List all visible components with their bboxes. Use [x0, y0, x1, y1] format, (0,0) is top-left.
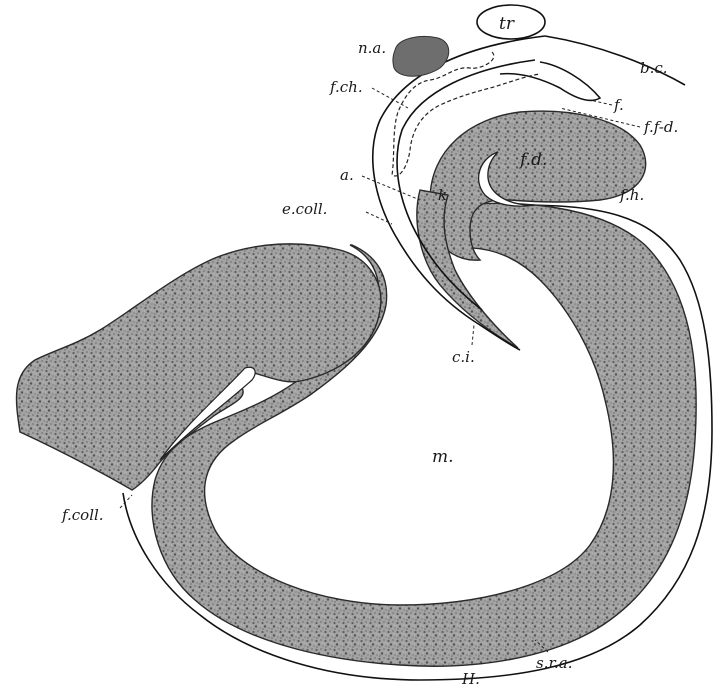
label-fd: f.d. — [518, 150, 547, 170]
leader-a — [362, 176, 420, 200]
leader-ci — [472, 325, 474, 345]
label-tr: tr — [499, 14, 515, 34]
label-k: k — [438, 186, 447, 204]
choroid-fold-line — [500, 62, 600, 100]
label-ecoll: e.coll. — [282, 200, 327, 218]
label-H: H. — [461, 670, 480, 687]
label-fcoll: f.coll. — [61, 506, 104, 524]
label-f: f. — [613, 96, 624, 114]
label-ci: c.i. — [452, 348, 475, 366]
label-fch: f.ch. — [329, 78, 363, 96]
leader-f — [590, 100, 612, 105]
label-na: n.a. — [358, 39, 386, 57]
label-a: a. — [340, 166, 354, 184]
label-ffd: f.f-d. — [643, 118, 678, 136]
label-m: m. — [432, 447, 454, 467]
label-sra: s.r.a. — [536, 654, 572, 672]
label-bc: b.c. — [640, 59, 668, 77]
nucleus-blob — [393, 37, 449, 77]
leader-ecoll — [366, 212, 392, 224]
label-fh: f.h. — [619, 186, 644, 204]
